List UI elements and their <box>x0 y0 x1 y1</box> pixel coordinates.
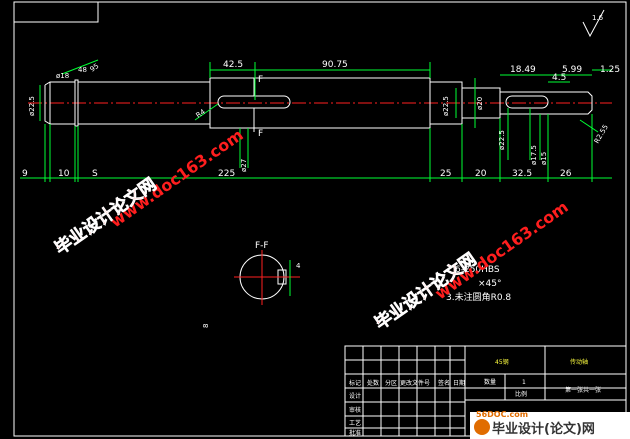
svg-text:1: 1 <box>522 379 526 386</box>
drawing-frame <box>13 1 627 437</box>
footer-site-text: 56DOC.com <box>476 410 529 419</box>
svg-text:4.5: 4.5 <box>552 73 566 83</box>
top-left-box <box>13 1 99 23</box>
svg-text:F-F: F-F <box>255 241 269 251</box>
svg-text:S: S <box>92 169 98 179</box>
svg-text:225: 225 <box>218 169 235 179</box>
site-footer-banner: 56DOC.com 毕业设计(论文)网 <box>470 410 630 439</box>
footer-brand-text: 毕业设计(论文)网 <box>492 422 595 437</box>
watermark-1: www.doc163.com 毕业设计论文网 <box>51 125 247 259</box>
svg-text:1.25: 1.25 <box>600 65 620 75</box>
svg-text:9: 9 <box>22 169 28 179</box>
svg-text:45钢: 45钢 <box>495 358 509 366</box>
svg-text:设计: 设计 <box>349 392 361 400</box>
svg-text:20: 20 <box>475 169 487 179</box>
svg-text:26: 26 <box>560 169 572 179</box>
svg-text:标记: 标记 <box>349 379 361 387</box>
svg-text:ø22.5: ø22.5 <box>498 130 506 150</box>
keyway-left <box>217 95 291 109</box>
svg-text:ø17.5: ø17.5 <box>530 145 538 165</box>
section-markers: F F <box>253 75 263 139</box>
svg-text:数量: 数量 <box>484 378 496 386</box>
watermark-2: www.doc163.com 毕业设计论文网 <box>371 197 572 334</box>
svg-text:90.75: 90.75 <box>322 60 348 70</box>
svg-text:签名: 签名 <box>438 379 450 387</box>
svg-text:ø22.5: ø22.5 <box>442 96 450 116</box>
svg-text:R4: R4 <box>195 107 208 119</box>
svg-text:8: 8 <box>202 324 210 328</box>
svg-text:更改文件号: 更改文件号 <box>400 379 430 387</box>
svg-text:42.5: 42.5 <box>223 60 243 70</box>
svg-text:×45°: ×45° <box>478 279 502 289</box>
svg-text:批准: 批准 <box>349 429 361 437</box>
technical-notes: 6-250HBS ×45° 3.未注圆角R0.8 <box>446 265 511 303</box>
svg-text:F: F <box>258 129 263 139</box>
svg-text:处数: 处数 <box>367 379 379 387</box>
svg-text:www.doc163.com: www.doc163.com <box>431 197 571 303</box>
svg-text:比例: 比例 <box>515 390 527 398</box>
svg-text:审核: 审核 <box>349 406 361 414</box>
dimension-lines <box>20 59 612 182</box>
svg-text:传动轴: 传动轴 <box>570 358 588 366</box>
svg-text:95: 95 <box>89 62 101 74</box>
section-view: F-F 4 8 <box>202 241 301 328</box>
svg-text:6-250HBS: 6-250HBS <box>455 265 500 275</box>
svg-text:32.5: 32.5 <box>512 169 532 179</box>
svg-text:ø22.5: ø22.5 <box>28 96 36 116</box>
svg-text:10: 10 <box>58 169 70 179</box>
svg-text:4: 4 <box>296 262 301 270</box>
svg-text:18.49: 18.49 <box>510 65 536 75</box>
svg-text:1.6: 1.6 <box>592 14 604 22</box>
footer-logo-icon <box>474 419 490 435</box>
svg-text:第一张共一张: 第一张共一张 <box>565 386 601 394</box>
svg-text:5.99: 5.99 <box>562 65 582 75</box>
svg-text:ø27: ø27 <box>240 159 248 172</box>
svg-text:工艺: 工艺 <box>349 419 361 427</box>
keyway-right <box>505 95 549 109</box>
svg-text:R2.55: R2.55 <box>593 123 610 145</box>
svg-text:分区: 分区 <box>385 379 397 387</box>
svg-text:日期: 日期 <box>453 379 465 387</box>
svg-text:25: 25 <box>440 169 451 179</box>
svg-text:毕业设计论文网: 毕业设计论文网 <box>51 174 161 259</box>
svg-text:毕业设计论文网: 毕业设计论文网 <box>371 249 481 334</box>
svg-text:F: F <box>258 75 263 85</box>
svg-text:3.未注圆角R0.8: 3.未注圆角R0.8 <box>446 291 511 303</box>
svg-text:ø20: ø20 <box>476 97 484 110</box>
roughness-symbol: 1.6 <box>582 9 605 38</box>
svg-text:48: 48 <box>78 66 87 74</box>
svg-text:ø15: ø15 <box>540 152 548 165</box>
svg-text:ø18: ø18 <box>56 72 69 80</box>
